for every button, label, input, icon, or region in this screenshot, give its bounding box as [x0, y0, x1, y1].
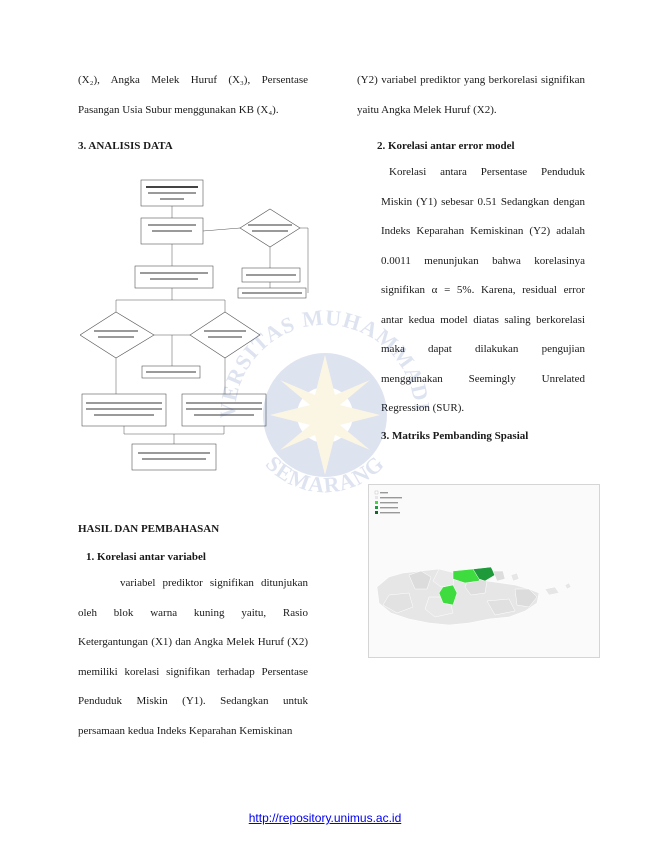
spatial-map-figure	[368, 484, 600, 658]
spatial-map	[374, 490, 572, 626]
section-heading-analisis-data: 3. ANALISIS DATA	[78, 140, 173, 152]
footer: http://repository.unimus.ac.id	[0, 811, 650, 825]
flowchart-figure	[80, 172, 312, 477]
left-column: (X₂), Angka Melek Huruf (X₃), Persentase…	[78, 66, 308, 154]
korelasi-variabel-paragraph: variabel prediktor signifikan ditunjukan…	[78, 577, 308, 737]
continuation-paragraph: (Y2) variabel prediktor yang berkorelasi…	[357, 74, 585, 116]
flowchart-decision-right	[239, 208, 301, 248]
subheading-korelasi-error: 2. Korelasi antar error model	[377, 140, 515, 152]
flowchart-decision-mid	[189, 311, 261, 359]
section-heading-hasil: HASIL DAN PEMBAHASAN	[78, 523, 220, 535]
subheading-matriks-spasial: 3. Matriks Pembanding Spasial	[381, 429, 529, 442]
left-column-results: HASIL DAN PEMBAHASAN 1. Korelasi antar v…	[78, 521, 308, 746]
flowchart-diagram	[80, 179, 309, 471]
map-legend	[374, 490, 402, 514]
flowchart-decision-left	[80, 311, 155, 359]
intro-paragraph: (X₂), Angka Melek Huruf (X₃), Persentase…	[78, 74, 308, 116]
korelasi-error-paragraph: Korelasi antara Persentase Penduduk Misk…	[381, 166, 585, 414]
subheading-korelasi-variabel: 1. Korelasi antar variabel	[86, 551, 206, 563]
flowchart-box-center	[134, 265, 214, 289]
repository-link[interactable]: http://repository.unimus.ac.id	[248, 811, 402, 825]
right-column: (Y2) variabel prediktor yang berkorelasi…	[357, 66, 585, 444]
map-regions	[376, 566, 572, 626]
flowchart-box-end	[131, 443, 217, 471]
